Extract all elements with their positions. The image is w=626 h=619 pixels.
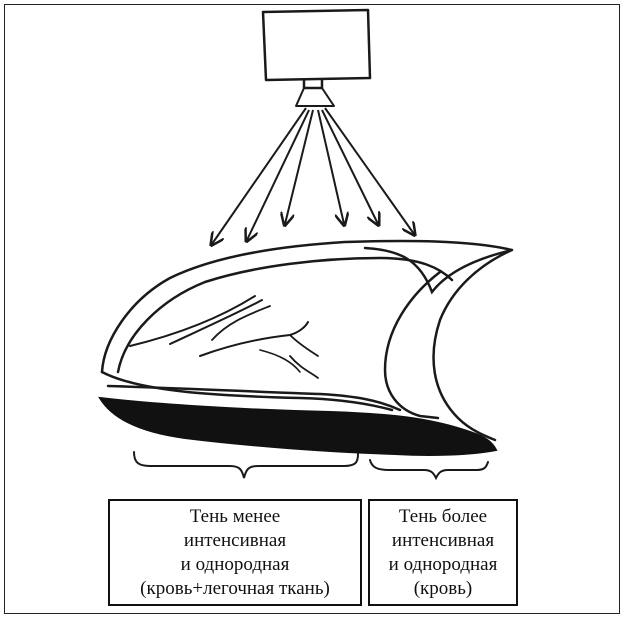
ray-arrows	[212, 108, 414, 244]
label-more-intense-shadow: Тень более интенсивная и однородная (кро…	[368, 499, 518, 606]
arrow-icon	[325, 108, 414, 234]
label-right-line3: и однородная	[370, 553, 516, 577]
x-ray-tube-neck	[304, 80, 322, 88]
label-right-line1: Тень более	[370, 505, 516, 529]
dense-shadow-band	[100, 398, 496, 455]
label-left-line2: интенсивная	[110, 529, 360, 553]
x-ray-tube-cone	[296, 88, 334, 106]
brace-left	[134, 452, 358, 478]
brace-right	[370, 460, 488, 478]
label-right-line2: интенсивная	[370, 529, 516, 553]
arrow-icon	[247, 110, 309, 240]
label-left-line1: Тень менее	[110, 505, 360, 529]
arrow-icon	[212, 108, 306, 244]
arrow-icon	[285, 110, 313, 224]
label-less-intense-shadow: Тень менее интенсивная и однородная (кро…	[108, 499, 362, 606]
label-left-line4: (кровь+легочная ткань)	[110, 577, 360, 601]
label-right-line4: (кровь)	[370, 577, 516, 601]
x-ray-source-icon	[263, 10, 370, 106]
x-ray-tube-box	[263, 10, 370, 80]
label-left-line3: и однородная	[110, 553, 360, 577]
